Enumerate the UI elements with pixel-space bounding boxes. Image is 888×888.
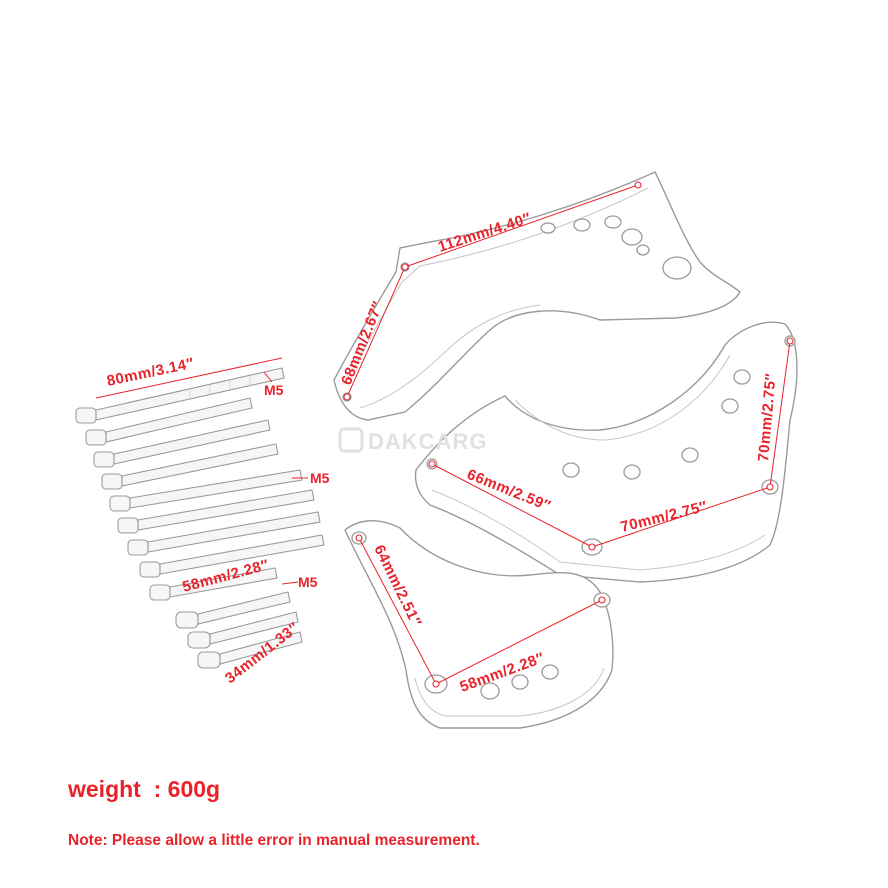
bolt-long bbox=[75, 367, 285, 424]
thread-size-top: M5 bbox=[264, 382, 284, 398]
bolt-long-dimension: 80mm/3.14″ bbox=[105, 355, 195, 390]
measurement-note: Note: Please allow a little error in man… bbox=[68, 832, 480, 849]
cover-top-holes bbox=[342, 215, 692, 402]
watermark-logo: DAKCARG bbox=[338, 427, 487, 454]
bolt-long-4 bbox=[101, 443, 279, 490]
cover-top bbox=[333, 171, 741, 421]
thread-size-low: M5 bbox=[298, 574, 318, 590]
bolt-long-3 bbox=[93, 419, 271, 468]
bolt-short-1 bbox=[175, 591, 291, 629]
bolt-mid-1 bbox=[117, 489, 315, 534]
bolt-short-2 bbox=[187, 611, 299, 649]
dimension-lines bbox=[95, 181, 794, 688]
watermark-text: DAKCARG bbox=[368, 429, 487, 454]
bolt-mid-4 bbox=[149, 567, 278, 601]
cover-middle bbox=[414, 321, 798, 583]
bolt-long-2 bbox=[85, 397, 253, 446]
bolt-mid-2 bbox=[127, 511, 321, 556]
bolt-set bbox=[75, 367, 325, 669]
thread-size-mid: M5 bbox=[310, 470, 330, 486]
bolt-short-3 bbox=[197, 631, 303, 669]
cover-bottom bbox=[344, 520, 614, 729]
bolt-mid-3 bbox=[139, 534, 325, 578]
weight-label: weight : 600g bbox=[68, 776, 221, 802]
bolt-long-5 bbox=[109, 469, 303, 512]
